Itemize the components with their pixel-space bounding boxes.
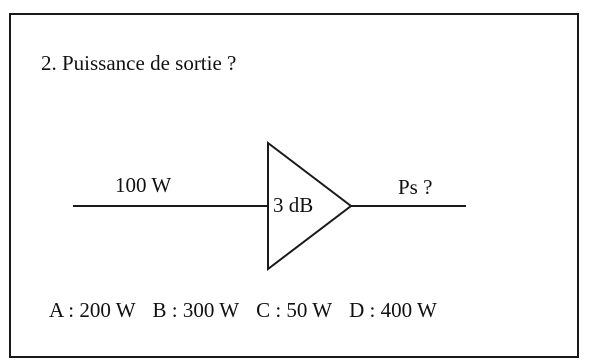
question-card: 2. Puissance de sortie ? 100 W 3 dB Ps ?…: [9, 13, 579, 358]
gain-label: 3 dB: [273, 193, 314, 217]
answer-options: A : 200 W B : 300 W C : 50 W D : 400 W: [49, 298, 454, 323]
amplifier-triangle: [267, 140, 353, 272]
output-power-label: Ps ?: [398, 175, 433, 199]
input-power-label: 100 W: [115, 173, 172, 197]
question-title: 2. Puissance de sortie ?: [41, 51, 237, 75]
answer-c: C : 50 W: [256, 298, 333, 322]
answer-a: A : 200 W: [49, 298, 136, 322]
answer-b: B : 300 W: [152, 298, 240, 322]
amplifier-diagram: [73, 140, 466, 272]
answer-d: D : 400 W: [349, 298, 437, 322]
